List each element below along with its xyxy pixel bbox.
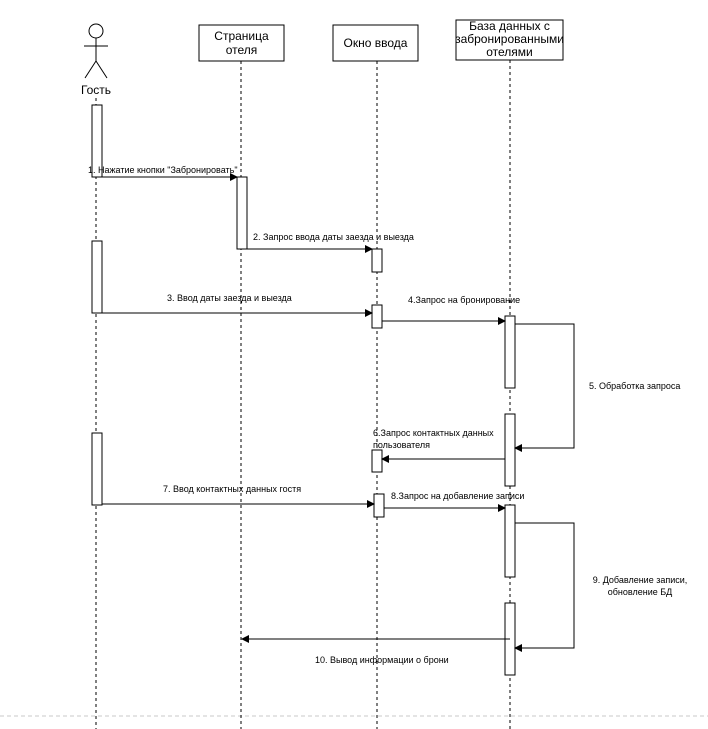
message-8-label: 8.Запрос на добавление записи <box>391 491 524 501</box>
database-label-line3: отелями <box>486 45 533 59</box>
message-7-label: 7. Ввод контактных данных гостя <box>163 484 301 494</box>
message-10[interactable]: 10. Вывод информации о брони <box>241 635 510 665</box>
activation-db-2[interactable] <box>504 413 516 487</box>
message-1-label: 1. Нажатие кнопки "Забронировать" <box>88 165 238 175</box>
activation-input-1[interactable] <box>371 248 383 273</box>
participant-database[interactable]: База данных с забронированными отелями <box>455 19 564 61</box>
hotel-page-label-line2: отеля <box>226 43 258 57</box>
message-9-label-line2: обновление БД <box>608 587 672 597</box>
participant-input-window[interactable]: Окно ввода <box>332 24 419 62</box>
message-2[interactable]: 2. Запрос ввода даты заезда и выезда <box>241 232 414 253</box>
activation-input-4[interactable] <box>373 493 385 518</box>
hotel-page-label-line1: Страница <box>214 29 269 43</box>
activation-db-3[interactable] <box>504 504 516 578</box>
activation-input-2[interactable] <box>371 304 383 329</box>
message-4-label: 4.Запрос на бронирование <box>408 295 520 305</box>
message-6-label-line1: 6.Запрос контактных данных <box>373 428 494 438</box>
message-8[interactable]: 8.Запрос на добавление записи <box>384 491 524 512</box>
message-6[interactable]: 6.Запрос контактных данных пользователя <box>373 428 505 463</box>
activation-db-1[interactable] <box>504 315 516 389</box>
actor-head-icon <box>88 23 104 39</box>
activation-guest-3[interactable] <box>91 432 103 506</box>
actor-label: Гость <box>81 83 111 97</box>
message-7[interactable]: 7. Ввод контактных данных гостя <box>102 484 375 508</box>
activation-input-3[interactable] <box>371 449 383 473</box>
input-window-label: Окно ввода <box>344 36 408 50</box>
actor-guest[interactable]: Гость <box>81 23 111 97</box>
message-9-label-line1: 9. Добавление записи, <box>593 575 688 585</box>
activation-hotel-page[interactable] <box>236 176 248 250</box>
message-1[interactable]: 1. Нажатие кнопки "Забронировать" <box>88 165 238 181</box>
message-9-self[interactable]: 9. Добавление записи, обновление БД <box>514 522 688 652</box>
activation-guest-2[interactable] <box>91 240 103 314</box>
message-5-self[interactable]: 5. Обработка запроса <box>514 323 680 452</box>
message-5-label: 5. Обработка запроса <box>589 381 680 391</box>
message-2-label: 2. Запрос ввода даты заезда и выезда <box>253 232 414 242</box>
message-3-label: 3. Ввод даты заезда и выезда <box>167 293 292 303</box>
participant-hotel-page[interactable]: Страница отеля <box>198 24 285 62</box>
message-6-label-line2: пользователя <box>373 440 430 450</box>
message-3[interactable]: 3. Ввод даты заезда и выезда <box>102 293 373 317</box>
database-label-line2: забронированными <box>455 32 564 46</box>
message-4[interactable]: 4.Запрос на бронирование <box>382 295 520 325</box>
message-10-label: 10. Вывод информации о брони <box>315 655 449 665</box>
database-label-line1: База данных с <box>469 19 550 33</box>
